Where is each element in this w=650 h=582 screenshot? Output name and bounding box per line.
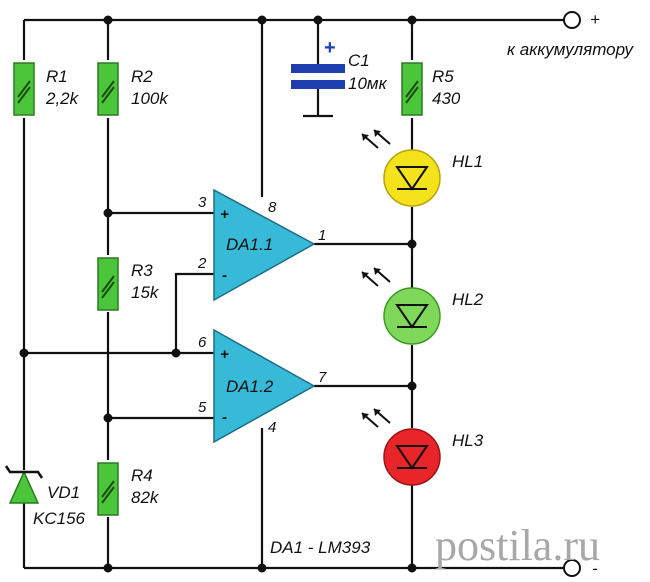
da1-1-plus: + [220,206,229,223]
da1-2-pin6: 6 [198,334,207,351]
resistor-r2 [97,62,119,116]
led-hl1 [383,149,441,207]
r5-value: 430 [432,89,461,108]
da1-1-pin2: 2 [197,255,207,272]
resistor-r4 [97,462,119,516]
da1-2-name: DA1.2 [226,377,274,396]
hl1-name: HL1 [452,152,483,171]
da1-2-pin4: 4 [268,419,276,436]
hl3-name: HL3 [452,431,484,450]
resistor-r5 [401,62,423,116]
da1-1-pin1: 1 [318,227,326,244]
watermark: postila.ru [435,521,600,570]
r2-value: 100k [131,89,169,108]
hl2-name: HL2 [452,290,484,309]
vd1-value: KC156 [33,509,86,528]
r3-name: R3 [131,261,153,280]
r4-name: R4 [131,466,153,485]
da1-1-pin8: 8 [268,199,277,216]
c1-name: C1 [348,51,370,70]
c1-plus: + [324,37,336,59]
hl2-light-arrows [361,267,391,287]
r2-name: R2 [131,67,153,86]
resistor-r3 [97,257,119,311]
led-hl3 [383,428,441,486]
wiring [22,18,566,570]
opamp-da1-1 [213,188,316,302]
r4-value: 82k [131,488,160,507]
r5-name: R5 [432,67,454,86]
r1-value: 2,2k [45,89,80,108]
negative-terminal [563,559,581,577]
resistor-r1 [13,62,35,116]
da1-2-minus: - [222,409,227,426]
r3-value: 15k [131,283,160,302]
negative-sign: - [592,559,598,578]
zener-vd1 [4,465,44,504]
hl3-light-arrows [361,408,391,428]
da1-2-plus: + [220,346,229,363]
chip-note: DA1 - LM393 [270,538,371,557]
da1-2-pin7: 7 [318,369,327,386]
led-hl2 [383,287,441,345]
r1-name: R1 [46,67,68,86]
da1-2-pin5: 5 [198,399,207,416]
capacitor-c1 [291,64,345,89]
vd1-name: VD1 [47,483,80,502]
da1-1-pin3: 3 [198,194,207,211]
hl1-light-arrows [361,129,391,149]
da1-1-minus: - [222,267,227,284]
battery-label: к аккумулятору [507,40,635,59]
positive-terminal [563,11,581,29]
da1-1-name: DA1.1 [226,235,273,254]
c1-value: 10мк [348,74,388,93]
positive-sign: + [590,10,600,29]
opamp-da1-2 [213,328,316,444]
junction-dots [19,15,417,573]
